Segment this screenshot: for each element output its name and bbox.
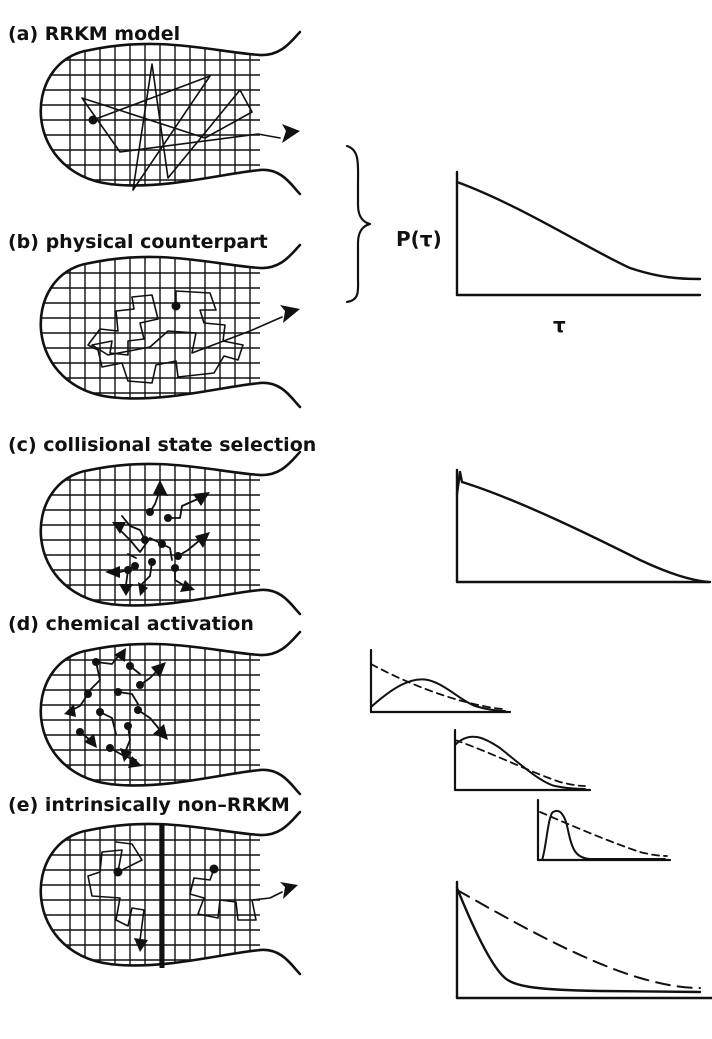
bulb-diagram-d [20, 632, 300, 800]
bulb-diagram-c [20, 452, 300, 620]
bulb-diagram-b [20, 245, 300, 413]
plot-e [455, 880, 712, 1000]
start-dot-left [113, 867, 123, 877]
start-dot [171, 301, 181, 311]
blocked-arrowhead [134, 938, 148, 952]
plot-ab-xlabel: τ [553, 313, 566, 337]
plot-c-curve [455, 470, 710, 584]
plot-d1 [369, 648, 512, 714]
bulb-diagram-e [20, 812, 300, 980]
panel-e-label: (e) intrinsically non–RRKM [8, 794, 290, 816]
panel-b-label: (b) physical counterpart [8, 231, 268, 253]
exit-arrowhead [280, 305, 300, 323]
plot-ab: P(τ) τ [396, 170, 702, 337]
plot-d2-dashed [454, 739, 586, 787]
plot-d3-solid [541, 810, 666, 861]
brace [345, 144, 372, 304]
plot-ab-ylabel: P(τ) [396, 227, 442, 251]
plot-d2 [453, 728, 592, 792]
plot-d1-dashed [370, 663, 506, 710]
plot-d2-solid [454, 735, 586, 790]
panel-a-label: (a) RRKM model [8, 23, 180, 45]
exit-arrowhead [282, 124, 300, 143]
plot-e-dashed [456, 889, 701, 989]
exit-arrowhead [280, 882, 298, 899]
bulb-diagram-a [20, 32, 300, 200]
plot-ab-curve [455, 180, 702, 281]
panel-d-label: (d) chemical activation [8, 613, 254, 635]
plot-e-solid [455, 886, 702, 994]
plot-c [455, 468, 712, 584]
start-dot-right [209, 864, 219, 874]
start-dot [88, 115, 98, 125]
panel-c-label: (c) collisional state selection [8, 434, 316, 456]
plot-d3-dashed [539, 811, 668, 857]
plot-d3 [536, 798, 672, 862]
plot-d1-solid [370, 678, 506, 712]
